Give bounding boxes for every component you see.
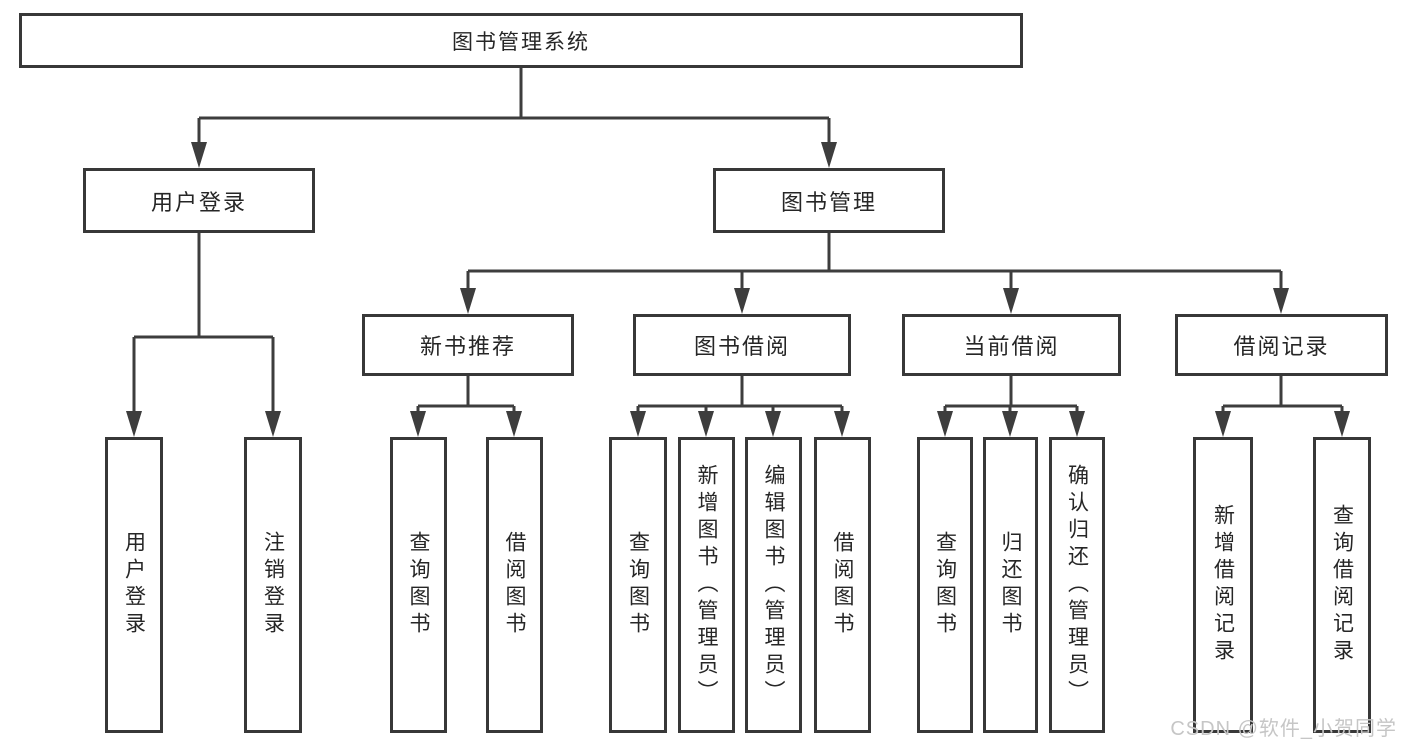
leaf-borrow-books-recommend-label: 借阅图书	[503, 531, 526, 639]
node-borrow-records-label: 借阅记录	[1233, 334, 1330, 359]
leaf-add-book-admin-label: 新增图书（管理员）	[695, 463, 718, 707]
node-book-management: 图书管理	[713, 168, 945, 233]
leaf-user-login-label: 用户登录	[122, 531, 146, 639]
leaf-edit-book-admin-label: 编辑图书（管理员）	[762, 463, 785, 707]
node-new-book-recommend: 新书推荐	[362, 314, 574, 376]
node-book-management-label: 图书管理	[780, 189, 877, 215]
leaf-user-login: 用户登录	[105, 437, 163, 733]
leaf-borrow-books-label: 借阅图书	[831, 531, 854, 639]
node-new-book-recommend-label: 新书推荐	[419, 334, 516, 359]
leaf-edit-book-admin: 编辑图书（管理员）	[745, 437, 802, 733]
leaf-query-books-current: 查询图书	[917, 437, 973, 733]
leaf-query-books-borrow-label: 查询图书	[626, 531, 650, 639]
node-current-borrow: 当前借阅	[902, 314, 1121, 376]
leaf-query-borrow-record: 查询借阅记录	[1313, 437, 1371, 733]
leaf-query-borrow-record-label: 查询借阅记录	[1330, 504, 1354, 666]
leaf-add-borrow-record-label: 新增借阅记录	[1211, 504, 1235, 666]
leaf-query-books-recommend: 查询图书	[390, 437, 447, 733]
node-book-borrow-label: 图书借阅	[693, 334, 790, 359]
node-current-borrow-label: 当前借阅	[963, 334, 1060, 359]
node-root-label: 图书管理系统	[452, 30, 590, 54]
leaf-return-book: 归还图书	[983, 437, 1038, 733]
leaf-confirm-return-admin-label: 确认归还（管理员）	[1065, 463, 1089, 707]
leaf-query-books-borrow: 查询图书	[609, 437, 667, 733]
leaf-confirm-return-admin: 确认归还（管理员）	[1049, 437, 1105, 733]
node-root: 图书管理系统	[19, 13, 1023, 68]
leaf-add-book-admin: 新增图书（管理员）	[678, 437, 735, 733]
leaf-logout: 注销登录	[244, 437, 302, 733]
leaf-query-books-current-label: 查询图书	[933, 531, 957, 639]
node-book-borrow: 图书借阅	[633, 314, 851, 376]
leaf-borrow-books-recommend: 借阅图书	[486, 437, 543, 733]
leaf-borrow-books: 借阅图书	[814, 437, 871, 733]
leaf-return-book-label: 归还图书	[999, 531, 1022, 639]
leaf-query-books-recommend-label: 查询图书	[407, 531, 430, 639]
node-user-login: 用户登录	[83, 168, 315, 233]
node-borrow-records: 借阅记录	[1175, 314, 1388, 376]
leaf-add-borrow-record: 新增借阅记录	[1193, 437, 1253, 733]
node-user-login-label: 用户登录	[150, 189, 247, 215]
leaf-logout-label: 注销登录	[261, 531, 285, 639]
watermark: CSDN @软件_小贺同学	[1170, 718, 1397, 740]
